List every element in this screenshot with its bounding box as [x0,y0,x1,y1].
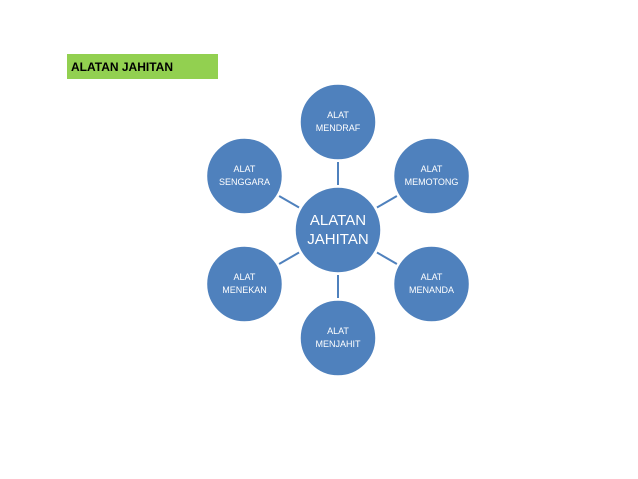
connector-senggara [278,195,300,209]
connector-memotong [376,195,398,209]
title-box: ALATAN JAHITAN [67,54,218,79]
connectors [278,162,398,298]
node-memotong [392,137,471,215]
node-menanda [392,245,471,323]
title-label: ALATAN JAHITAN [71,59,173,74]
connector-menekan [278,251,300,265]
node-mendraf [299,83,377,161]
node-menekan [205,245,284,323]
node-senggara [205,137,284,215]
nodes [205,83,471,377]
connector-menanda [376,251,398,265]
node-menjahit [299,299,377,377]
center-node [294,186,382,274]
